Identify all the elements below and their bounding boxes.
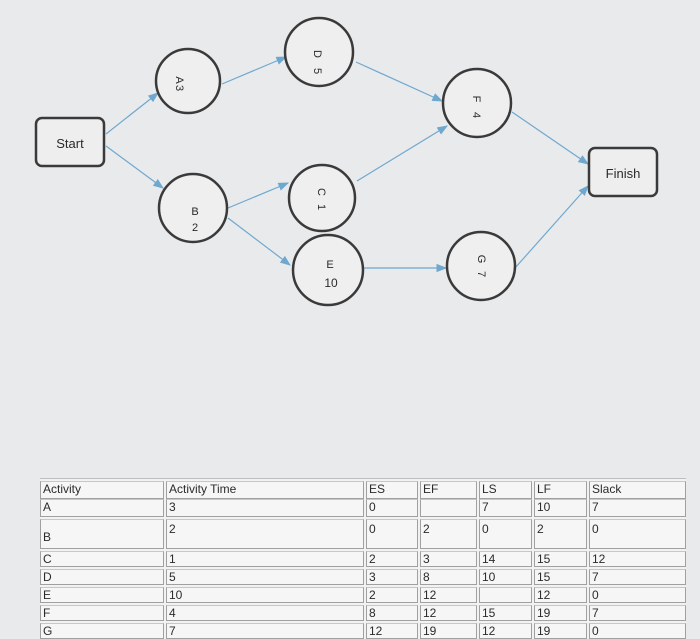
header-time: Activity Time: [166, 481, 364, 499]
cell-slack: 0: [589, 519, 686, 549]
cell-es: 3: [366, 569, 418, 585]
cell-time: 2: [166, 519, 364, 549]
node-b: B 2: [157, 172, 229, 244]
cell-lf: 15: [534, 551, 587, 567]
cell-slack: 7: [589, 569, 686, 585]
node-d-letter: D: [311, 50, 323, 58]
node-b-time: 2: [192, 222, 198, 234]
cell-slack: 0: [589, 623, 686, 639]
cell-ef: 3: [420, 551, 477, 567]
cell-activity: D: [40, 569, 164, 585]
node-c: C 1: [287, 163, 357, 233]
cell-time: 1: [166, 551, 364, 567]
edge-c-f: [356, 125, 449, 182]
cell-activity: C: [40, 551, 164, 567]
start-label: Start: [56, 136, 84, 151]
node-e: E 10: [291, 233, 365, 307]
cell-lf: 19: [534, 623, 587, 639]
node-f-time: 4: [470, 112, 482, 118]
cell-activity: E: [40, 587, 164, 603]
cell-lf: 12: [534, 587, 587, 603]
node-a: A 3: [154, 47, 222, 115]
cell-ls: 7: [479, 499, 532, 517]
edge-b-c: [227, 182, 290, 209]
cell-time: 7: [166, 623, 364, 639]
network-diagram: Start Finish A 3 B 2 C 1 D 5: [34, 16, 659, 307]
cell-ls: 14: [479, 551, 532, 567]
header-ef: EF: [420, 481, 477, 499]
node-b-letter: B: [191, 206, 198, 218]
cell-activity: A: [40, 499, 164, 517]
cell-ef: 8: [420, 569, 477, 585]
node-a-time: 3: [173, 85, 185, 91]
cell-es: 0: [366, 519, 418, 549]
node-g: G 7: [445, 230, 517, 302]
edge-a-d: [221, 56, 288, 85]
cell-lf: 10: [534, 499, 587, 517]
cell-activity: G: [40, 623, 164, 639]
cell-ls: 15: [479, 605, 532, 621]
node-d: D 5: [283, 16, 355, 88]
cell-time: 4: [166, 605, 364, 621]
node-d-time: 5: [311, 68, 323, 74]
cell-ls: 0: [479, 519, 532, 549]
cell-time: 5: [166, 569, 364, 585]
edge-g-finish: [514, 185, 589, 269]
cell-es: 0: [366, 499, 418, 517]
node-c-letter: C: [315, 188, 327, 196]
finish-node: Finish: [587, 146, 659, 198]
cell-slack: 7: [589, 605, 686, 621]
edge-b-e: [227, 217, 291, 266]
header-es: ES: [366, 481, 418, 499]
finish-label: Finish: [606, 166, 641, 181]
cell-ls: 12: [479, 623, 532, 639]
header-slack: Slack: [589, 481, 686, 499]
cell-time: 10: [166, 587, 364, 603]
cell-lf: 19: [534, 605, 587, 621]
cell-ef: 2: [420, 519, 477, 549]
cell-es: 8: [366, 605, 418, 621]
node-f: F 4: [441, 67, 513, 139]
cell-lf: 15: [534, 569, 587, 585]
cell-slack: 7: [589, 499, 686, 517]
cell-es: 2: [366, 587, 418, 603]
edge-f-finish: [511, 111, 589, 165]
edge-start-b: [105, 145, 164, 189]
node-g-letter: G: [475, 255, 487, 264]
node-a-letter: A: [173, 76, 185, 84]
node-g-time: 7: [475, 271, 487, 277]
cell-ef: [420, 499, 477, 517]
header-activity: Activity: [40, 481, 164, 499]
node-e-time: 10: [324, 276, 338, 290]
cell-ef: 19: [420, 623, 477, 639]
edges: [105, 56, 589, 273]
node-f-letter: F: [470, 96, 482, 103]
header-ls: LS: [479, 481, 532, 499]
cell-time: 3: [166, 499, 364, 517]
cell-ls: [479, 587, 532, 603]
cell-slack: 12: [589, 551, 686, 567]
cell-es: 12: [366, 623, 418, 639]
cell-activity: F: [40, 605, 164, 621]
edge-start-a: [105, 92, 159, 135]
cell-ls: 10: [479, 569, 532, 585]
header-lf: LF: [534, 481, 587, 499]
cell-ef: 12: [420, 587, 477, 603]
cell-slack: 0: [589, 587, 686, 603]
cell-activity: B: [40, 519, 164, 549]
cell-lf: 2: [534, 519, 587, 549]
start-node: Start: [34, 116, 106, 168]
node-e-letter: E: [326, 259, 333, 271]
cell-ef: 12: [420, 605, 477, 621]
node-c-time: 1: [315, 204, 327, 210]
edge-d-f: [355, 61, 444, 102]
cell-es: 2: [366, 551, 418, 567]
